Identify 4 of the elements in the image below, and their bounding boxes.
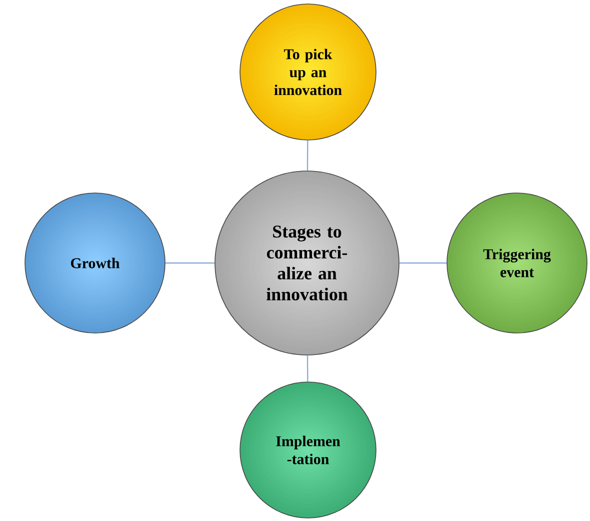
- connector-line: [399, 262, 447, 264]
- connector-line: [306, 140, 308, 171]
- connector-line: [165, 262, 215, 264]
- connector-line: [306, 355, 308, 382]
